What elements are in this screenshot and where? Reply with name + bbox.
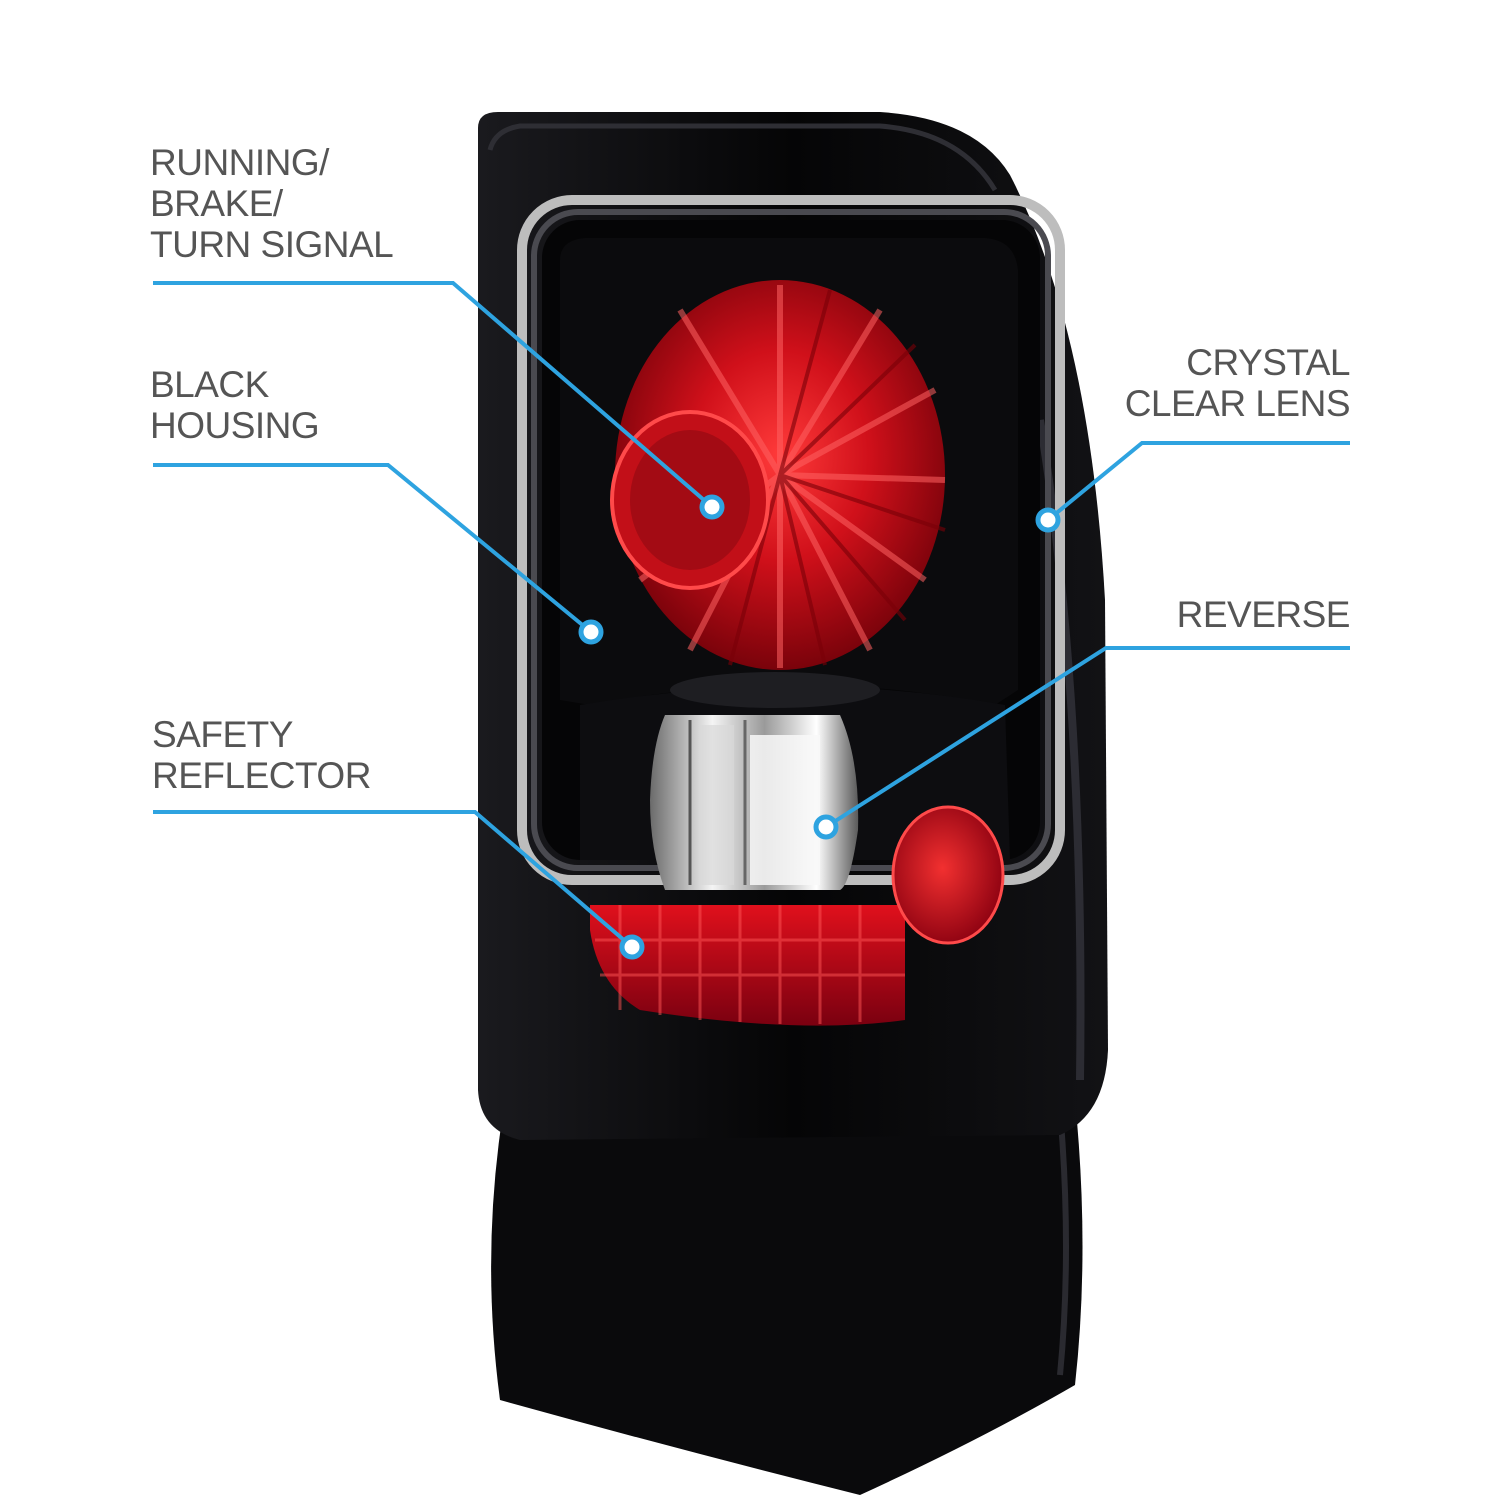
label-line: HOUSING [150, 405, 320, 446]
label-line: BLACK [150, 364, 269, 405]
leader-lines [153, 281, 1350, 949]
marker-lens [1035, 507, 1061, 533]
label-crystal-clear-lens: CRYSTAL CLEAR LENS [1124, 342, 1351, 424]
reverse-lamp [650, 715, 859, 890]
leader-housing [153, 463, 593, 634]
label-line: CLEAR LENS [1124, 383, 1351, 424]
label-line: BRAKE/ [150, 183, 283, 224]
label-reverse: REVERSE [1176, 594, 1351, 635]
marker-housing [578, 619, 604, 645]
marker-reverse [813, 814, 839, 840]
label-line: SAFETY [152, 714, 293, 755]
label-line: REFLECTOR [152, 755, 371, 796]
marker-reflector [619, 934, 645, 960]
label-running-brake-turn-signal: RUNNING/ BRAKE/ TURN SIGNAL [150, 142, 394, 265]
marker-running [699, 494, 725, 520]
leader-running [153, 281, 714, 509]
label-black-housing: BLACK HOUSING [150, 364, 320, 446]
side-reflector [891, 805, 1005, 945]
label-line: RUNNING/ [150, 142, 329, 183]
leader-lens [1046, 441, 1350, 522]
leader-reflector [153, 810, 634, 949]
label-line: TURN SIGNAL [150, 224, 394, 265]
callout-markers [578, 494, 1061, 960]
leader-reverse [824, 646, 1350, 829]
label-line: REVERSE [1176, 594, 1351, 635]
safety-reflector-strip [590, 905, 905, 1026]
mount-base [491, 1100, 1083, 1495]
label-safety-reflector: SAFETY REFLECTOR [152, 714, 371, 796]
label-line: CRYSTAL [1186, 342, 1350, 383]
